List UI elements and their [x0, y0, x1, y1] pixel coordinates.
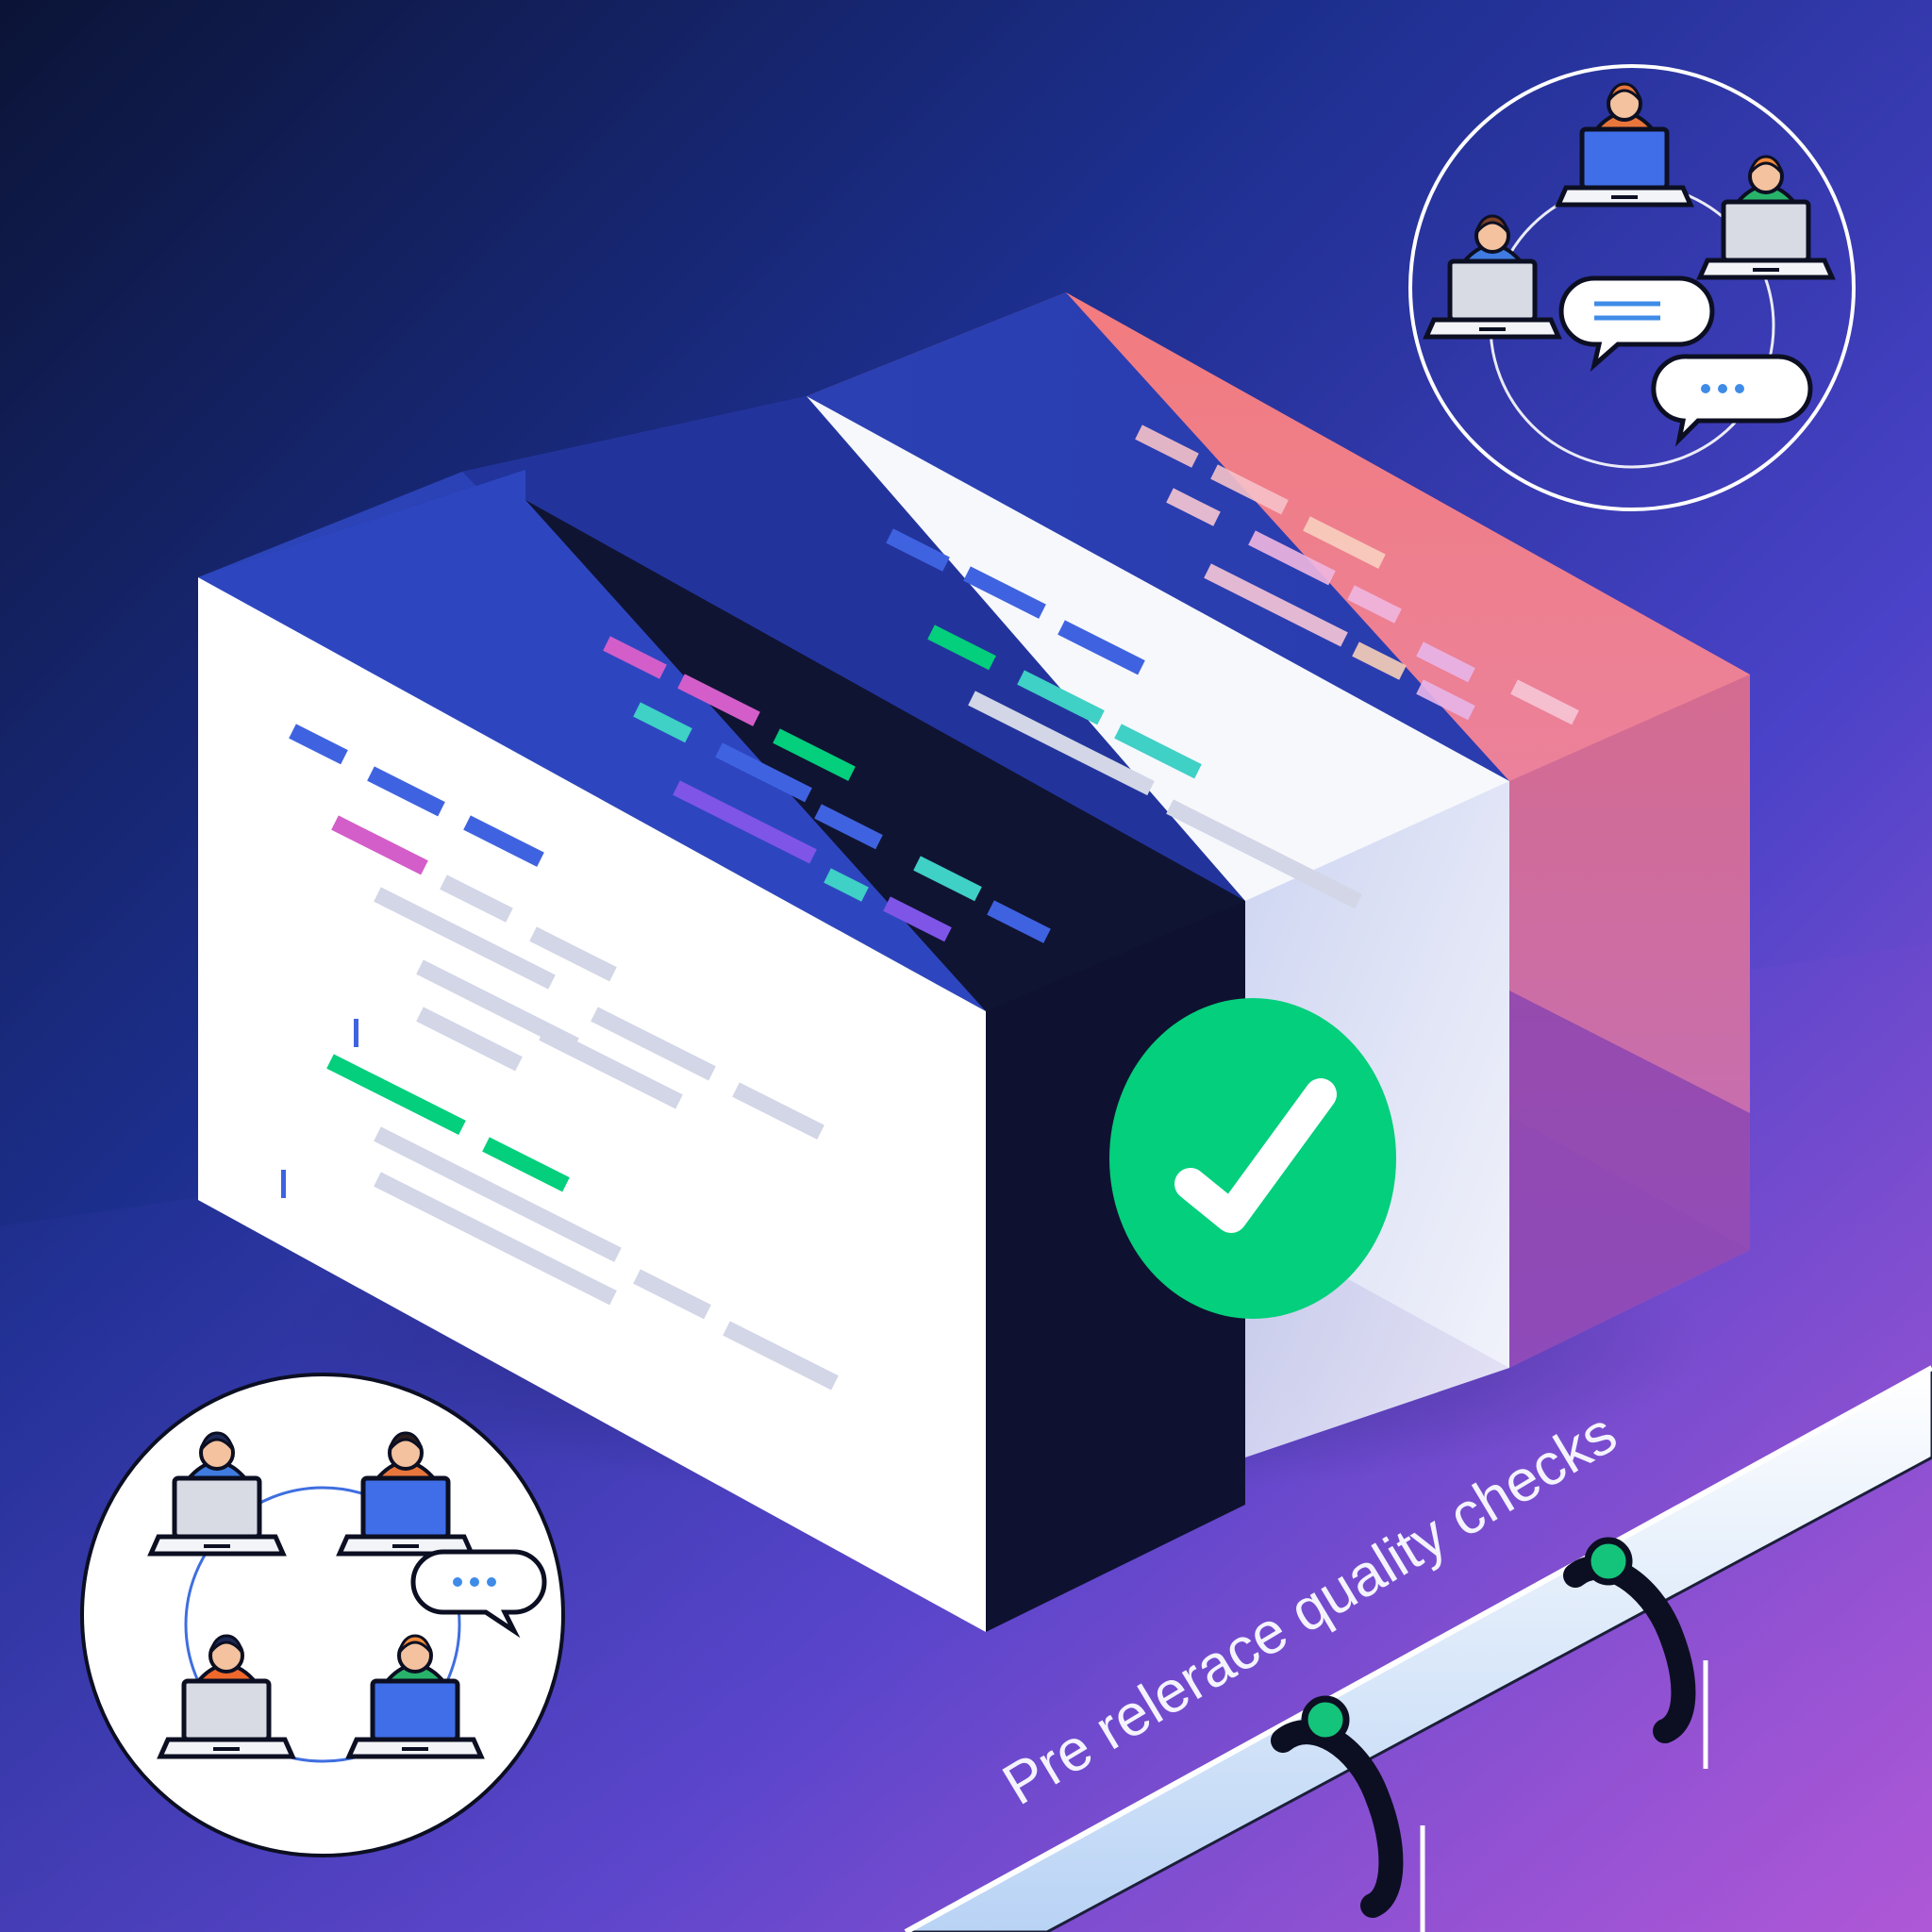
code-line [1166, 799, 1362, 909]
code-line [715, 742, 812, 803]
code-line [1210, 464, 1289, 515]
code-line [603, 636, 667, 679]
person-laptop-icon [157, 1634, 296, 1759]
code-line [1248, 530, 1336, 586]
code-line [987, 900, 1051, 943]
code-line [732, 1082, 824, 1140]
code-line [1114, 724, 1202, 779]
status-node-1 [1301, 1695, 1350, 1744]
code-line [331, 815, 428, 875]
code-line [529, 926, 617, 982]
team-collab-top-right [1408, 64, 1856, 511]
code-line [1416, 679, 1475, 721]
code-line [633, 702, 692, 743]
code-line [1058, 620, 1145, 675]
front-panel-top [198, 470, 986, 1011]
pipe-clamp-1 [1271, 1695, 1425, 1932]
code-line [968, 691, 1155, 796]
pipeline [904, 1365, 1932, 1932]
person-laptop-icon [345, 1634, 485, 1759]
code-line [677, 674, 760, 726]
person-laptop-icon [1555, 82, 1694, 208]
code-line [326, 1054, 466, 1136]
code-line [374, 1172, 617, 1306]
cursor-mark [281, 1170, 286, 1198]
code-line [463, 815, 544, 867]
code-line [814, 804, 883, 850]
person-laptop-icon [1423, 214, 1562, 340]
status-node-2 [1584, 1537, 1633, 1586]
code-line [886, 528, 950, 572]
code-line [883, 896, 952, 942]
code-line [367, 766, 445, 817]
code-line [723, 1321, 839, 1391]
code-line [374, 887, 556, 990]
check-circle-icon [1109, 998, 1396, 1319]
code-line [1416, 641, 1475, 683]
code-line [374, 1126, 622, 1262]
code-line [963, 566, 1046, 619]
cursor-mark [354, 1019, 358, 1047]
code-line [1510, 679, 1579, 725]
ellipsis-bubble-icon [1651, 354, 1813, 447]
code-line [1017, 670, 1105, 725]
code-line [416, 1007, 523, 1072]
person-laptop-icon [147, 1431, 287, 1557]
pipe-clamp-2 [1563, 1537, 1708, 1769]
code-line [1204, 563, 1348, 647]
lines-bubble-icon [1558, 275, 1715, 372]
code-line [633, 1269, 711, 1320]
code-line [1303, 516, 1386, 569]
team-collab-bottom-left [80, 1373, 565, 1857]
person-laptop-icon [1696, 155, 1836, 280]
code-line [1347, 585, 1402, 624]
code-line [539, 1025, 683, 1109]
code-line [289, 724, 348, 765]
code-line [1166, 488, 1221, 526]
code-line [927, 625, 996, 671]
code-line [440, 874, 513, 923]
code-line [913, 856, 982, 902]
code-line [591, 1007, 716, 1081]
ellipsis-bubble-icon [410, 1549, 547, 1639]
person-laptop-icon [336, 1431, 475, 1557]
code-line [1135, 425, 1199, 468]
code-line [773, 728, 856, 781]
code-line [673, 780, 817, 864]
code-lines [281, 425, 1579, 1391]
code-line [482, 1137, 570, 1192]
code-line [824, 868, 869, 902]
code-line [1352, 641, 1407, 680]
